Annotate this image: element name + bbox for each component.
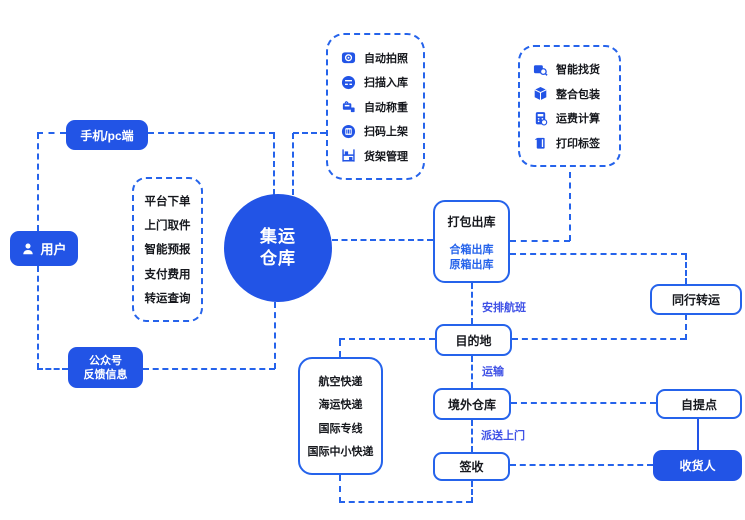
connector-sign-consignee xyxy=(510,464,653,466)
connector-destination-overseas xyxy=(471,356,473,388)
user-icon xyxy=(21,242,35,256)
service-item: 平台下单 xyxy=(144,196,191,209)
user-node: 用户 xyxy=(10,231,78,266)
mobile-pc-node: 手机/pc端 xyxy=(66,120,148,150)
op-row: 自动称重 xyxy=(341,99,423,115)
pack-out-sub2: 原箱出库 xyxy=(449,258,494,271)
shelf-icon xyxy=(341,148,356,163)
op-row: 智能找货 xyxy=(533,61,619,77)
scale-icon xyxy=(341,99,356,114)
op-label: 扫描入库 xyxy=(364,77,408,89)
op-label: 扫码上架 xyxy=(364,126,408,138)
connector-peer-bottom xyxy=(685,314,687,340)
op-row: 扫码上架 xyxy=(341,123,423,139)
inbound-ops-box: 自动拍照 扫描入库 自动称重 扫码上架 货架管理 xyxy=(326,33,425,180)
service-item: 上门取件 xyxy=(144,220,191,233)
shipping-method-item: 国际专线 xyxy=(318,422,363,435)
shipping-method-item: 海运快递 xyxy=(318,399,363,412)
shipping-method-item: 航空快递 xyxy=(318,375,363,388)
op-row: 扫描入库 xyxy=(341,74,423,90)
sign-receipt-node: 签收 xyxy=(433,452,510,481)
connector-destination-methods xyxy=(339,338,435,340)
feedback-line1: 公众号 xyxy=(89,354,122,367)
op-row: 整合包装 xyxy=(533,86,619,102)
connector-overseas-pickup xyxy=(511,402,656,404)
mobile-pc-label: 手机/pc端 xyxy=(80,128,134,143)
connector-hub-pack xyxy=(332,239,433,241)
shipping-methods-box: 航空快递 海运快递 国际专线 国际中小快递 xyxy=(298,357,383,475)
connector-methods-bottom xyxy=(339,475,341,503)
connector-hub-top-left xyxy=(273,133,275,195)
pack-out-sub1: 合箱出库 xyxy=(449,244,494,256)
connector-pack-destination xyxy=(471,283,473,324)
outbound-ops-box: 智能找货 整合包装 运费计算 打印标签 xyxy=(518,45,621,167)
connector-bottom-return xyxy=(339,501,472,503)
arrange-flight-label: 安排航班 xyxy=(482,302,526,314)
op-row: 自动拍照 xyxy=(341,50,423,66)
consignee-label: 收货人 xyxy=(679,459,716,473)
connector-feedback-hub xyxy=(143,368,275,370)
connector-pack-peer xyxy=(510,253,687,255)
find-goods-icon xyxy=(533,62,548,77)
op-row: 打印标签 xyxy=(533,135,619,151)
barcode-icon xyxy=(341,124,356,139)
connector-overseas-sign xyxy=(471,420,473,452)
op-label: 整合包装 xyxy=(556,88,600,101)
package-icon xyxy=(533,86,548,101)
connector-user-top xyxy=(37,133,39,231)
overseas-warehouse-node: 境外仓库 xyxy=(433,388,511,420)
pickup-point-node: 自提点 xyxy=(656,389,742,419)
pickup-point-label: 自提点 xyxy=(680,397,717,412)
connector-user-mobile xyxy=(37,132,66,134)
scan-icon xyxy=(341,75,356,90)
op-label: 运费计算 xyxy=(556,113,600,126)
connector-hub-bottom xyxy=(274,302,276,369)
pack-out-title: 打包出库 xyxy=(447,215,496,229)
connector-user-feedback xyxy=(37,368,68,370)
hub-line2: 仓库 xyxy=(260,249,296,268)
feedback-line2: 反馈信息 xyxy=(83,368,128,381)
connector-user-bottom xyxy=(37,266,39,369)
hub-line1: 集运 xyxy=(260,227,296,246)
destination-node: 目的地 xyxy=(435,324,512,356)
delivery-label: 派送上门 xyxy=(481,430,525,442)
sign-receipt-label: 签收 xyxy=(459,460,484,474)
op-row: 货架管理 xyxy=(341,148,423,164)
connector-pack-outbound xyxy=(510,240,570,242)
overseas-warehouse-label: 境外仓库 xyxy=(447,397,496,412)
feedback-node: 公众号 反馈信息 xyxy=(68,347,143,388)
shipping-method-item: 国际中小快递 xyxy=(307,446,374,459)
print-label-icon xyxy=(533,135,548,150)
service-item: 转运查询 xyxy=(144,292,191,305)
connector-outbound-pack xyxy=(569,172,571,241)
pack-out-node: 打包出库 合箱出库 原箱出库 xyxy=(433,200,510,283)
connector-destination-peer xyxy=(512,338,686,340)
peer-transfer-node: 同行转运 xyxy=(650,284,742,315)
connector-inbound-hub xyxy=(293,132,326,134)
op-row: 运费计算 xyxy=(533,110,619,126)
connector-methods-top xyxy=(339,340,341,357)
service-item: 智能预报 xyxy=(144,244,191,257)
consignee-node: 收货人 xyxy=(653,450,742,481)
hub-warehouse-node: 集运 仓库 xyxy=(224,194,332,302)
peer-transfer-label: 同行转运 xyxy=(671,293,720,307)
user-services-box: 平台下单 上门取件 智能预报 支付费用 转运查询 xyxy=(132,177,203,322)
service-item: 支付费用 xyxy=(144,268,191,281)
op-label: 货架管理 xyxy=(364,150,408,163)
op-label: 自动称重 xyxy=(364,101,408,114)
op-label: 智能找货 xyxy=(556,64,600,77)
connector-peer-top xyxy=(685,254,687,284)
transport-label: 运输 xyxy=(482,366,504,378)
connector-hub-top-right xyxy=(292,133,294,195)
connector-mobile-hub xyxy=(148,132,275,134)
destination-label: 目的地 xyxy=(455,333,492,348)
user-label: 用户 xyxy=(40,242,67,257)
connector-sign-bottom xyxy=(471,481,473,503)
camera-icon xyxy=(341,50,356,65)
op-label: 自动拍照 xyxy=(364,52,408,65)
calculator-icon xyxy=(533,111,548,126)
connector-pickup-consignee xyxy=(697,419,699,450)
op-label: 打印标签 xyxy=(556,137,600,150)
